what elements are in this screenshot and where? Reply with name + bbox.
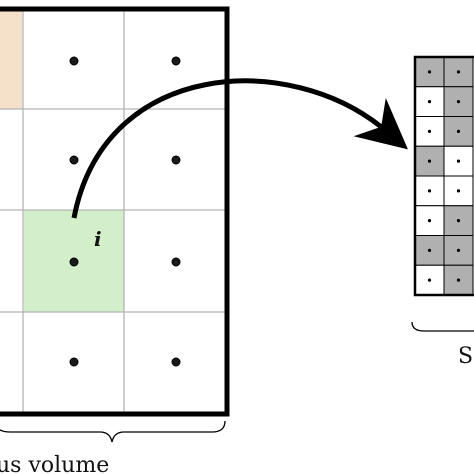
cell-center-dot (171, 357, 181, 367)
matrix-entry-dot (427, 100, 432, 104)
matrix-entry-dot (427, 219, 432, 223)
matrix-entry-dot (456, 219, 461, 223)
cell-center-dot (69, 56, 79, 66)
cell-center-dot (171, 257, 181, 267)
domain-border (0, 6, 230, 417)
left-caption: us volume (0, 453, 109, 474)
matrix-entry-dot (427, 70, 432, 74)
matrix-entry-dot (456, 248, 461, 252)
left-brace (0, 420, 226, 443)
matrix-border (413, 55, 474, 297)
cell-center-dot (171, 155, 181, 165)
partial-cell-highlight (0, 9, 22, 109)
cell-i-center-dot (69, 257, 79, 267)
right-caption: S (458, 344, 473, 369)
control-volume-grid: i (0, 6, 230, 417)
cell-center-dot (69, 155, 79, 165)
cell-center-dot (69, 357, 79, 367)
cell-center-dot (171, 56, 181, 66)
matrix-entry-dot (427, 248, 432, 252)
matrix-entry-dot (456, 129, 461, 133)
curved-arrow-icon (71, 78, 408, 219)
cell-i-label: i (94, 227, 102, 251)
matrix-entry-dot (456, 100, 461, 104)
matrix-entry-dot (427, 129, 432, 133)
matrix-entry-dot (427, 189, 432, 193)
matrix-entry-dot (427, 278, 432, 282)
matrix-entry-dot (456, 278, 461, 282)
sparse-matrix (414, 56, 474, 296)
right-brace (411, 321, 474, 332)
matrix-entry-dot (427, 159, 432, 163)
matrix-entry-dot (456, 159, 461, 163)
matrix-entry-dot (456, 70, 461, 74)
matrix-entry-dot (456, 189, 461, 193)
